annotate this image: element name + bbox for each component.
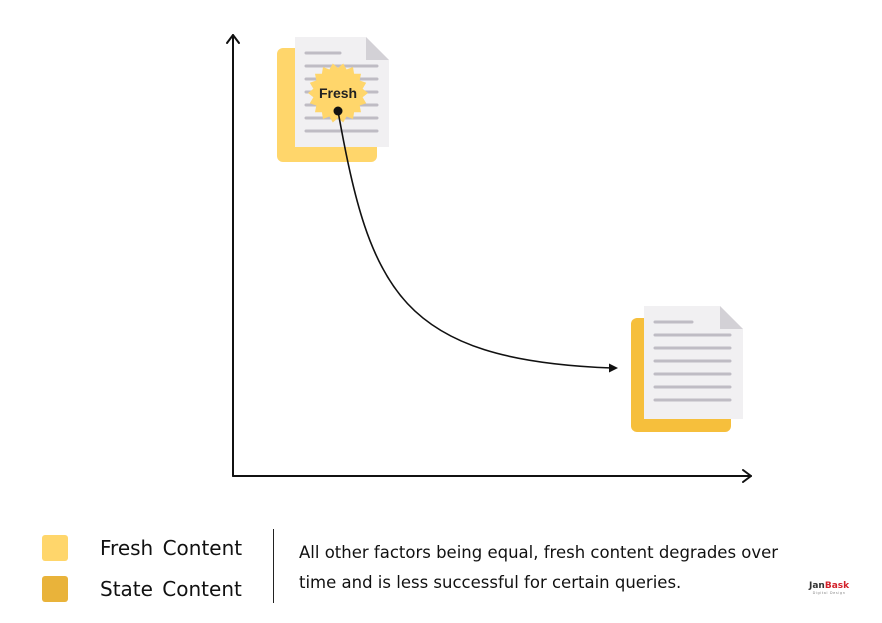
janbask-logo: JanBask Digital Design xyxy=(809,581,849,596)
logo-tagline: Digital Design xyxy=(812,591,846,595)
y-axis-arrowhead xyxy=(226,34,240,44)
decay-curve-path xyxy=(337,110,613,369)
fresh-badge-label: Fresh xyxy=(319,85,357,101)
fresh-badge: Fresh xyxy=(308,63,368,123)
legend-divider xyxy=(273,529,274,603)
fresh-badge-seal xyxy=(308,63,368,123)
decay-curve-arrowhead xyxy=(609,363,618,373)
caption-text: All other factors being equal, fresh con… xyxy=(299,543,779,592)
fresh-document-fold xyxy=(366,37,389,60)
legend-item-stale: State Content xyxy=(42,576,242,602)
stale-document-icon xyxy=(631,306,743,432)
logo-wordmark: JanBask xyxy=(809,581,850,591)
decay-curve xyxy=(333,106,618,373)
legend-swatch-fresh xyxy=(42,535,68,561)
legend-label-stale: State Content xyxy=(100,577,242,601)
legend-label-fresh: Fresh Content xyxy=(100,536,243,560)
stale-document-fold xyxy=(720,306,743,329)
legend-item-fresh: Fresh Content xyxy=(42,535,242,561)
stale-document-lines xyxy=(653,320,732,402)
x-axis-arrowhead xyxy=(742,469,752,483)
axes xyxy=(226,34,752,483)
decay-curve-start-dot xyxy=(333,106,343,116)
legend-swatch-stale xyxy=(42,576,68,602)
